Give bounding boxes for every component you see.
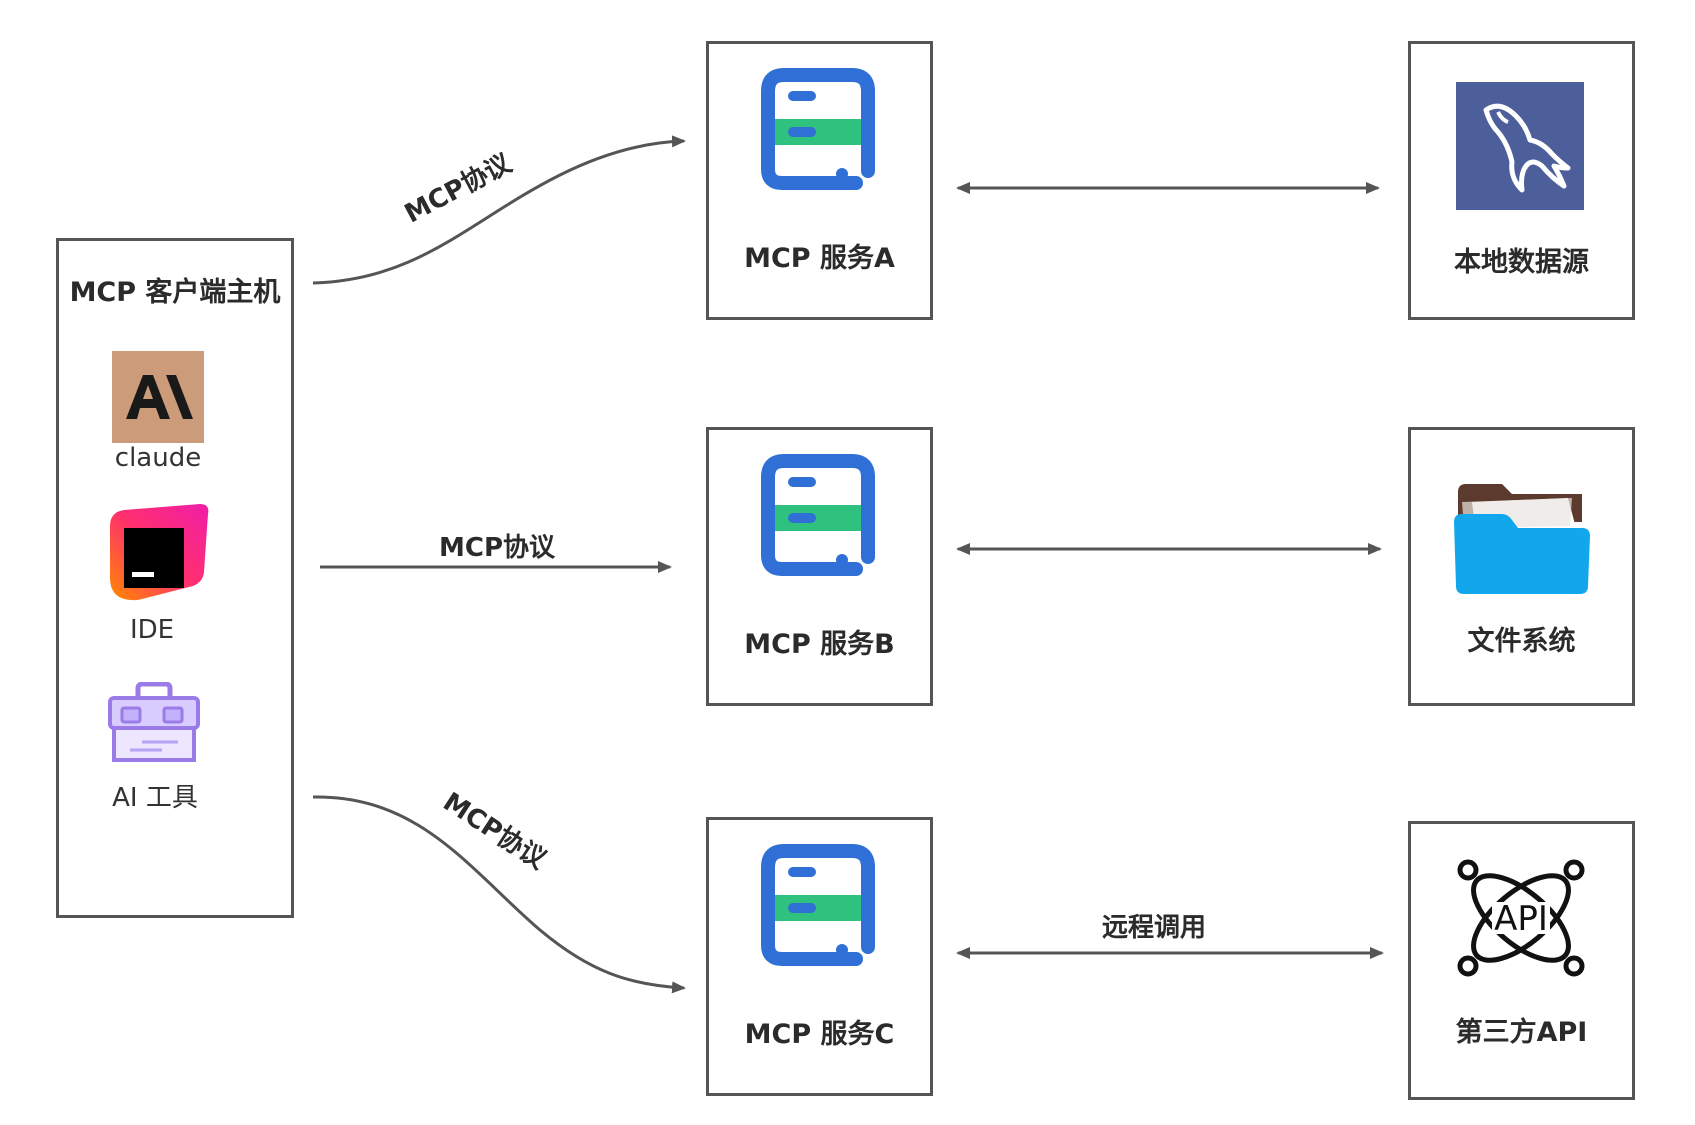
server-icon [761,844,875,966]
protocol-arrow-c [312,795,686,994]
protocol-label-c: MCP协议 [438,787,552,876]
resource-label-filesystem: 文件系统 [1467,626,1576,657]
server-label-b: MCP 服务B [744,629,895,660]
toolbox-icon [108,682,200,762]
server-label-c: MCP 服务C [744,1019,895,1050]
resource-label-third-party-api: 第三方API [1455,1017,1588,1048]
client-item-label-ide: IDE [129,615,175,645]
client-item-label-claude: claude [114,443,202,473]
resource-box-third-party-api [1408,821,1635,1100]
jetbrains-ide-icon [110,504,209,601]
server-label-a: MCP 服务A [744,243,895,274]
server-icon [761,454,875,576]
protocol-arrow-a [312,135,686,285]
resource-label-local-data: 本地数据源 [1454,247,1589,278]
protocol-label-b: MCP协议 [439,533,556,563]
protocol-label-a: MCP协议 [400,148,517,229]
remote-call-label: 远程调用 [1102,913,1206,943]
api-icon: API [1457,859,1585,977]
mysql-dolphin-icon [1456,82,1584,210]
api-icon-text: API [1494,899,1548,939]
client-item-label-ai-tool: AI 工具 [112,783,198,813]
client-host-title: MCP 客户端主机 [69,277,281,308]
folder-icon [1454,484,1590,594]
claude-logo-icon [112,351,204,443]
server-icon [761,68,875,190]
